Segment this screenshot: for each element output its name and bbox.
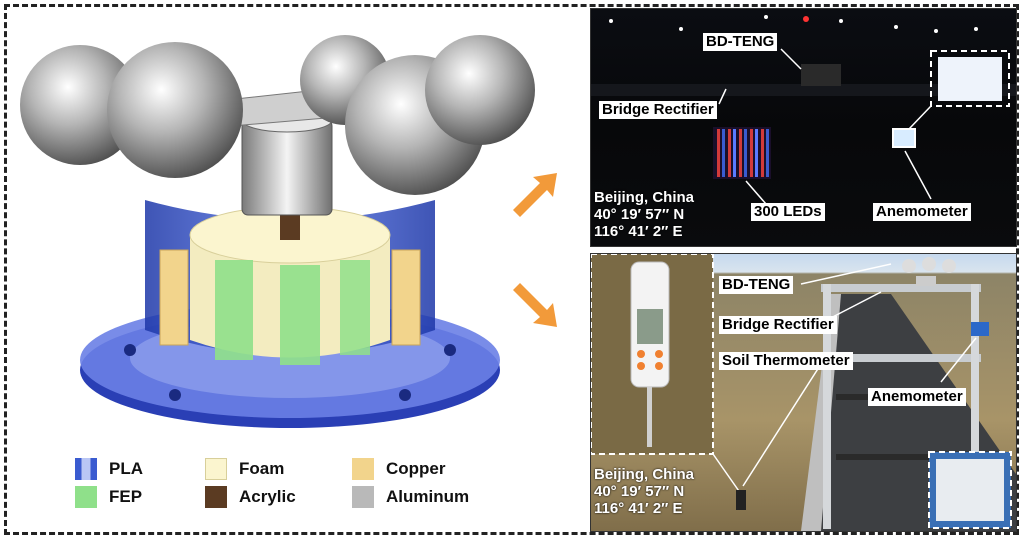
cup-left bbox=[20, 45, 140, 165]
cup-left-front bbox=[107, 42, 243, 178]
night-label-bd-teng: BD-TENG bbox=[703, 33, 778, 51]
pla-swatch bbox=[75, 458, 97, 480]
device-render bbox=[10, 10, 580, 450]
device-illustration bbox=[20, 35, 535, 428]
fep-swatch bbox=[75, 486, 97, 508]
day-label-bridge-rectifier: Bridge Rectifier bbox=[719, 316, 837, 334]
night-label-bridge-rectifier: Bridge Rectifier bbox=[599, 101, 717, 119]
night-scene bbox=[591, 15, 1016, 205]
legend-item-fep: FEP bbox=[75, 486, 142, 508]
arrow-down-right-icon bbox=[513, 283, 557, 327]
cup-far-right bbox=[425, 35, 535, 145]
arrows bbox=[513, 173, 557, 327]
copper-swatch bbox=[352, 458, 374, 480]
legend-item-foam: Foam bbox=[205, 458, 284, 480]
figure-frame bbox=[4, 4, 1019, 535]
day-label-bd-teng: BD-TENG bbox=[719, 276, 794, 294]
aluminum-swatch bbox=[352, 486, 374, 508]
night-label-anemometer: Anemometer bbox=[873, 203, 971, 221]
led-array bbox=[713, 127, 771, 179]
day-label-anemometer: Anemometer bbox=[868, 388, 966, 406]
night-location: Beijing, China 40° 19′ 57″ N 116° 41′ 2″… bbox=[594, 189, 695, 240]
foam-swatch bbox=[205, 458, 227, 480]
legend-item-copper: Copper bbox=[352, 458, 446, 480]
day-scene bbox=[591, 254, 1016, 531]
night-photo: BD-TENG Bridge Rectifier 300 LEDs Anemom… bbox=[590, 8, 1017, 247]
day-location: Beijing, China 40° 19′ 57″ N 116° 41′ 2″… bbox=[594, 466, 695, 517]
anemometer-screen bbox=[892, 128, 916, 148]
day-photo: BD-TENG Bridge Rectifier Soil Thermomete… bbox=[590, 253, 1017, 532]
legend-item-acrylic: Acrylic bbox=[205, 486, 296, 508]
legend-item-pla: PLA bbox=[75, 458, 143, 480]
arrow-up-right-icon bbox=[513, 173, 557, 217]
night-label-leds: 300 LEDs bbox=[751, 203, 825, 221]
legend-item-aluminum: Aluminum bbox=[352, 486, 469, 508]
acrylic-swatch bbox=[205, 486, 227, 508]
day-label-soil-thermometer: Soil Thermometer bbox=[719, 352, 853, 370]
